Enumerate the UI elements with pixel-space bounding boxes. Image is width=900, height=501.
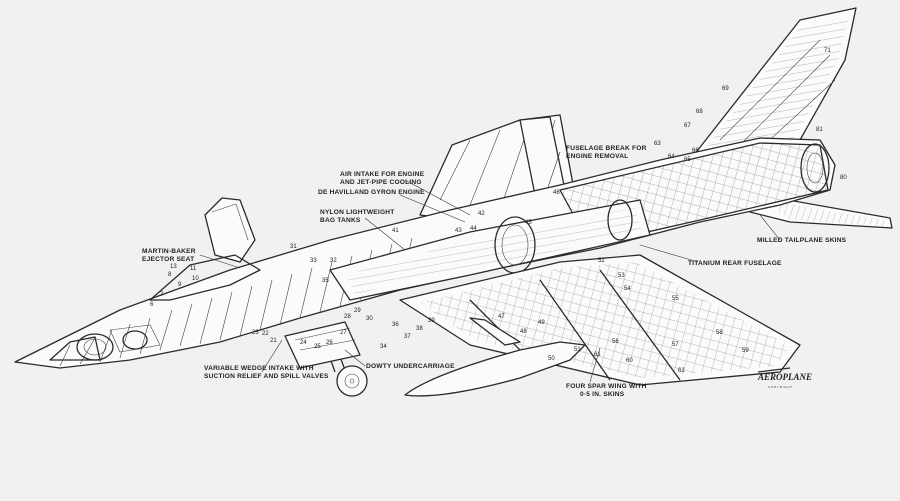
label-titanium-rear: TITANIUM REAR FUSELAGE: [688, 260, 782, 267]
part-number: 27: [340, 330, 347, 336]
part-number: 52: [598, 258, 605, 264]
part-number: 64: [668, 154, 675, 160]
part-number: 68: [696, 109, 703, 115]
part-number: 22: [262, 331, 269, 337]
part-number: 8: [168, 272, 172, 278]
part-number: 36: [392, 322, 399, 328]
part-number: 25: [314, 344, 321, 350]
part-number: 13: [170, 264, 177, 270]
part-number: 32: [330, 258, 337, 264]
part-number: 44: [470, 226, 477, 232]
part-number: 30: [366, 316, 373, 322]
part-number: 46: [553, 190, 560, 196]
part-number: 23: [252, 330, 259, 336]
part-number: 10: [192, 276, 199, 282]
label-ejector-seat-1: MARTIN-BAKER: [142, 248, 196, 255]
part-number: 6: [150, 302, 154, 308]
part-number: 21: [270, 338, 277, 344]
part-number: 63: [654, 141, 661, 147]
part-number: 61: [594, 352, 601, 358]
part-number: 26: [326, 340, 333, 346]
part-number: 54: [624, 286, 631, 292]
part-number: 35: [322, 278, 329, 284]
label-variable-wedge-2: SUCTION RELIEF AND SPILL VALVES: [204, 373, 329, 380]
part-number: 62: [678, 368, 685, 374]
label-fuselage-break-2: ENGINE REMOVAL: [566, 153, 628, 160]
part-number: 71: [824, 48, 831, 54]
part-number: 28: [344, 314, 351, 320]
label-dowty-undercarriage: DOWTY UNDERCARRIAGE: [366, 363, 455, 370]
logo-text: AEROPLANE: [757, 372, 812, 382]
part-number: 34: [380, 344, 387, 350]
part-number: 80: [840, 175, 847, 181]
part-number: 49: [538, 320, 545, 326]
part-number: 29: [354, 308, 361, 314]
part-number: 60: [626, 358, 633, 364]
part-numbers: 71 69 68 67 66 65 64 63 81 80 46 45 42 4…: [150, 48, 847, 374]
part-number: 41: [392, 228, 399, 234]
part-number: 57: [672, 342, 679, 348]
label-nylon-tanks-2: BAG TANKS: [320, 217, 361, 224]
label-air-intake-1: AIR INTAKE FOR ENGINE: [340, 171, 425, 178]
part-number: 9: [178, 282, 182, 288]
logo-subtext: COPYRIGHT: [768, 385, 793, 389]
label-nylon-tanks-1: NYLON LIGHTWEIGHT: [320, 209, 394, 216]
part-number: 24: [300, 340, 307, 346]
callout-labels: AIR INTAKE FOR ENGINE AND JET-PIPE COOLI…: [142, 145, 847, 398]
label-variable-wedge-1: VARIABLE WEDGE INTAKE WITH: [204, 365, 314, 372]
part-number: 45: [525, 220, 532, 226]
part-number: 67: [684, 123, 691, 129]
label-ejector-seat-2: EJECTOR SEAT: [142, 256, 194, 263]
label-air-intake-2: AND JET-PIPE COOLING: [340, 179, 422, 186]
part-number: 53: [618, 273, 625, 279]
label-gyron-engine: DE HAVILLAND GYRON ENGINE: [318, 189, 425, 196]
part-number: 69: [722, 86, 729, 92]
part-number: 37: [404, 334, 411, 340]
part-number: 51: [574, 347, 581, 353]
label-four-spar-wing-2: 0·5 IN. SKINS: [580, 391, 625, 398]
part-number: 56: [612, 339, 619, 345]
part-number: 42: [478, 211, 485, 217]
part-number: 81: [816, 127, 823, 133]
part-number: 43: [455, 228, 462, 234]
part-number: 58: [716, 330, 723, 336]
part-number: 65: [684, 157, 691, 163]
part-number: 48: [520, 329, 527, 335]
aeroplane-logo: AEROPLANE COPYRIGHT: [757, 367, 812, 389]
canopy: [149, 197, 261, 301]
leader-lines: [199, 151, 781, 383]
part-number: 7: [160, 292, 164, 298]
part-number: 50: [548, 356, 555, 362]
ventral-structure: [284, 321, 361, 369]
drop-tank: [404, 317, 586, 397]
part-number: 33: [310, 258, 317, 264]
part-number: 11: [190, 266, 197, 272]
gyron-engine: [329, 143, 830, 301]
part-number: 47: [498, 314, 505, 320]
part-number: 38: [416, 326, 423, 332]
part-number: 39: [428, 318, 435, 324]
nose-section: [49, 324, 161, 361]
label-fuselage-break-1: FUSELAGE BREAK FOR: [566, 145, 647, 152]
part-number: 31: [290, 244, 297, 250]
part-number: 66: [692, 148, 699, 154]
label-milled-tailplane: MILLED TAILPLANE SKINS: [757, 237, 847, 244]
part-number: 55: [672, 296, 679, 302]
part-number: 59: [742, 348, 749, 354]
label-four-spar-wing-1: FOUR SPAR WING WITH: [566, 383, 647, 390]
